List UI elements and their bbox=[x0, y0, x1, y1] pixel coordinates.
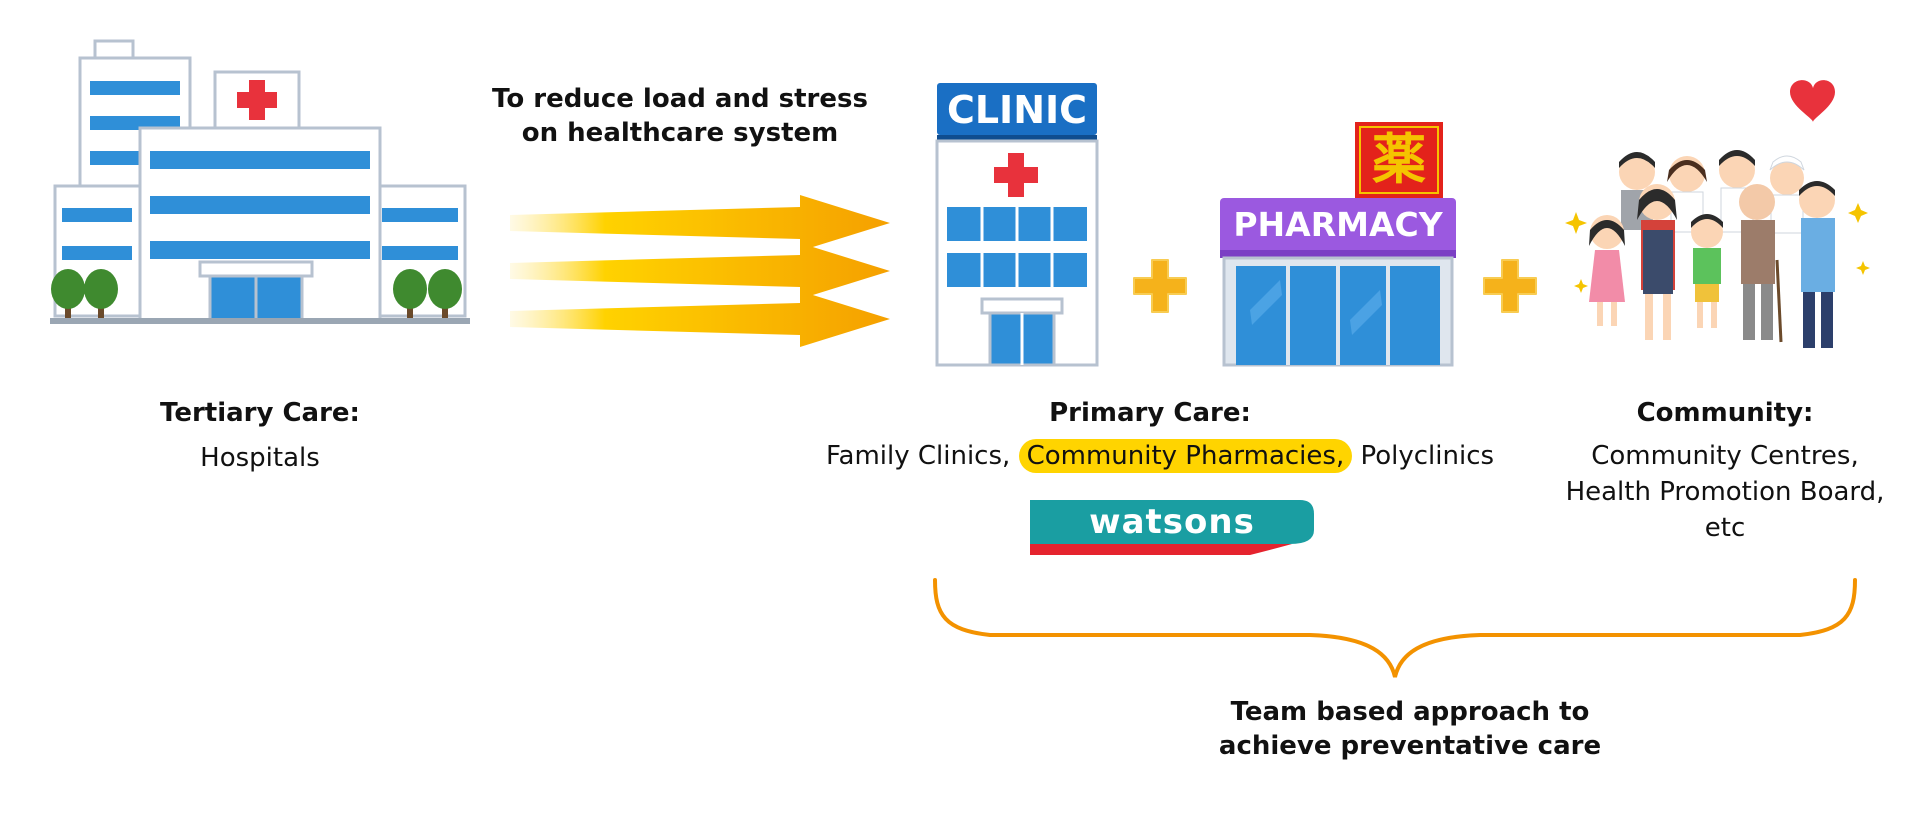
team-approach-caption: Team based approach to achieve preventat… bbox=[1200, 695, 1620, 763]
curly-brace bbox=[933, 578, 1857, 678]
primary-item-family-clinics: Family Clinics, bbox=[825, 441, 1011, 471]
hospital-illustration bbox=[50, 39, 470, 324]
arrows-caption-line1: To reduce load and stress bbox=[492, 84, 868, 114]
primary-item-community-pharmacies: Community Pharmacies, bbox=[1018, 439, 1353, 473]
primary-care-list: Family Clinics, Community Pharmacies, Po… bbox=[800, 438, 1520, 474]
plus-icon bbox=[1483, 259, 1537, 313]
primary-care-title: Primary Care: bbox=[1049, 398, 1251, 428]
community-line1: Community Centres, bbox=[1591, 441, 1859, 471]
community-people-illustration bbox=[1565, 80, 1870, 348]
red-cross-icon bbox=[237, 80, 277, 120]
pharmacy-kanji-sign: 薬 bbox=[1372, 128, 1426, 191]
community-text: Community Centres, Health Promotion Boar… bbox=[1530, 438, 1920, 546]
watsons-logo: watsons bbox=[1030, 500, 1314, 555]
arrow-icon bbox=[510, 243, 890, 299]
watsons-logo-text: watsons bbox=[1089, 502, 1255, 542]
primary-item-polyclinics: Polyclinics bbox=[1360, 441, 1495, 471]
arrows-caption: To reduce load and stress on healthcare … bbox=[470, 82, 890, 150]
tree-icon bbox=[51, 269, 462, 319]
red-cross-icon bbox=[994, 153, 1038, 197]
arrow-icon bbox=[510, 291, 890, 347]
team-line1: Team based approach to bbox=[1230, 697, 1590, 727]
clinic-sign: CLINIC bbox=[946, 88, 1088, 132]
pharmacy-sign: PHARMACY bbox=[1233, 205, 1443, 244]
heart-icon bbox=[1790, 80, 1835, 122]
arrows-caption-line2: on healthcare system bbox=[521, 118, 839, 148]
team-line2: achieve preventative care bbox=[1218, 731, 1602, 761]
pharmacy-illustration bbox=[1220, 122, 1456, 367]
community-title: Community: bbox=[1636, 398, 1814, 428]
arrows-graphic bbox=[510, 195, 890, 347]
tertiary-care-subtitle: Hospitals bbox=[200, 443, 320, 473]
arrow-icon bbox=[510, 195, 890, 251]
community-line3: etc bbox=[1704, 513, 1746, 543]
plus-icon bbox=[1133, 259, 1187, 313]
community-line2: Health Promotion Board, bbox=[1565, 477, 1885, 507]
clinic-illustration bbox=[935, 83, 1099, 367]
tertiary-care-title: Tertiary Care: bbox=[160, 398, 360, 428]
